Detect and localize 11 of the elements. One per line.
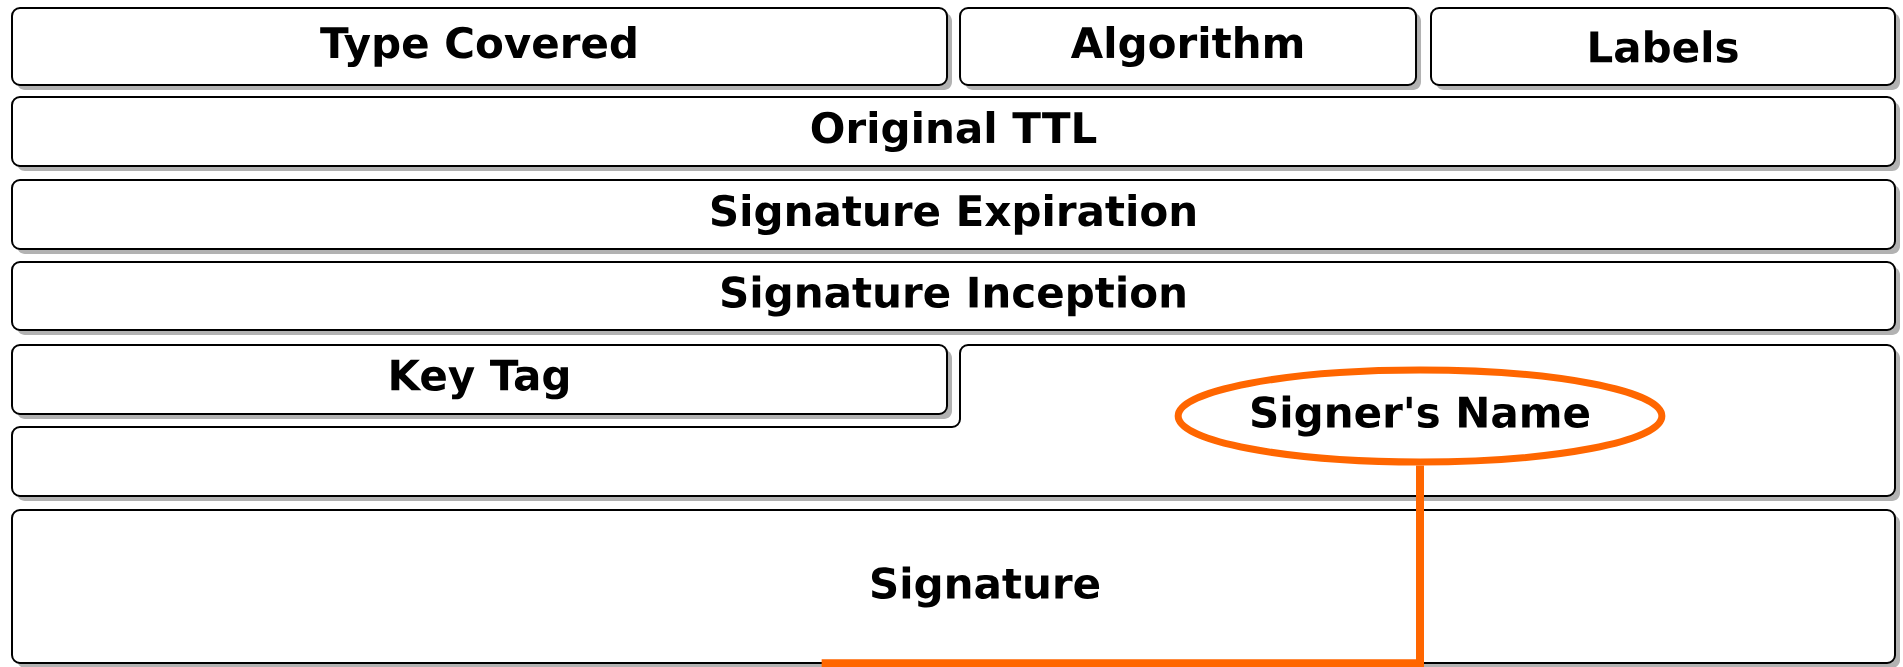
field-box: Original TTL	[11, 96, 1900, 171]
field-box	[11, 344, 1900, 501]
field-box: Key Tag	[11, 344, 952, 419]
leader-line	[821, 465, 1424, 667]
field-box: Labels	[1430, 7, 1900, 90]
field-box: Algorithm	[959, 7, 1421, 90]
field-box: Signature Expiration	[11, 179, 1900, 254]
field-box: Signature Inception	[11, 261, 1900, 335]
field-box: Signature	[11, 509, 1900, 667]
field-box: Type Covered	[11, 7, 952, 90]
highlighted-field: Signer's Name	[1174, 366, 1666, 466]
